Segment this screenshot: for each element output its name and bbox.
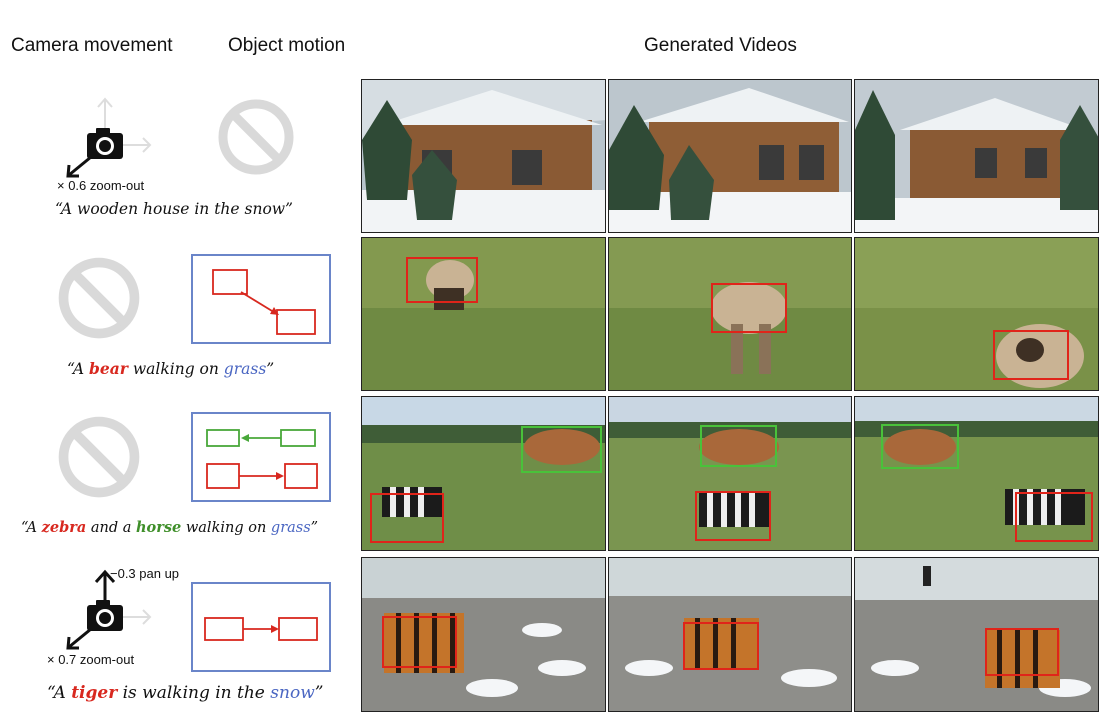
video-frame [608, 396, 852, 551]
object-motion-box [191, 582, 331, 672]
video-frame [608, 237, 852, 391]
header-camera-movement: Camera movement [11, 35, 173, 56]
object-bbox [683, 622, 759, 670]
object-bbox [521, 426, 602, 473]
caption-row-4: “A tiger is walking in the snow” [47, 683, 324, 703]
object-motion-box [191, 254, 331, 344]
video-frame [361, 396, 606, 551]
header-object-motion: Object motion [228, 35, 346, 56]
object-motion-box [191, 412, 331, 502]
video-frame [608, 557, 852, 712]
caption-row-1: “A wooden house in the snow” [55, 200, 293, 218]
caption-row-2: “A bear walking on grass” [67, 359, 275, 378]
video-frame [854, 557, 1099, 712]
object-bbox [1015, 492, 1093, 542]
camera-movement-graphic [66, 97, 152, 178]
camera-label: × 0.6 zoom-out [57, 178, 145, 193]
video-frame [361, 79, 606, 233]
camera-icon [87, 600, 123, 631]
camera-label: × 0.7 zoom-out [47, 652, 135, 667]
object-bbox [985, 628, 1059, 676]
camera-icon [87, 128, 123, 159]
object-bbox [881, 424, 959, 469]
video-frame [854, 237, 1099, 391]
camera-movement-graphic [66, 569, 152, 650]
object-bbox [370, 493, 444, 543]
object-bbox [700, 425, 777, 467]
camera-label-pan: −0.3 pan up [110, 566, 180, 581]
header-generated-videos: Generated Videos [644, 35, 797, 56]
no-motion-icon [218, 99, 294, 175]
object-bbox [406, 257, 478, 303]
object-bbox [993, 330, 1069, 380]
no-camera-icon [58, 257, 140, 339]
video-frame [608, 79, 852, 233]
video-frame [854, 396, 1099, 551]
video-frame [361, 557, 606, 712]
object-bbox [711, 283, 787, 333]
object-bbox [695, 491, 771, 541]
no-camera-icon [58, 416, 140, 498]
object-bbox [382, 616, 457, 668]
video-frame [854, 79, 1099, 233]
video-frame [361, 237, 606, 391]
caption-row-3: “A zebra and a horse walking on grass” [21, 519, 319, 536]
